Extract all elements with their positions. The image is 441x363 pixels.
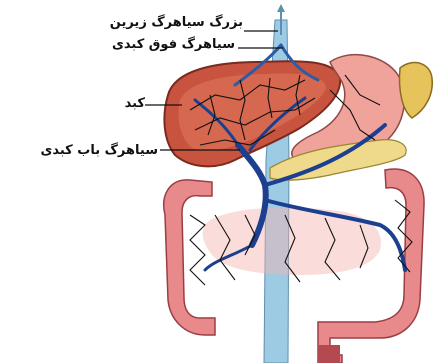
label-portal-vein: سیاهرگ باب کبدی	[8, 143, 158, 158]
label-hepatic-veins: سیاهرگ فوق کبدی	[95, 37, 235, 52]
label-liver: کبد	[105, 96, 145, 111]
label-inferior-vena-cava: بزرگ سیاهرگ زیرین	[95, 15, 243, 30]
spleen	[400, 63, 433, 118]
